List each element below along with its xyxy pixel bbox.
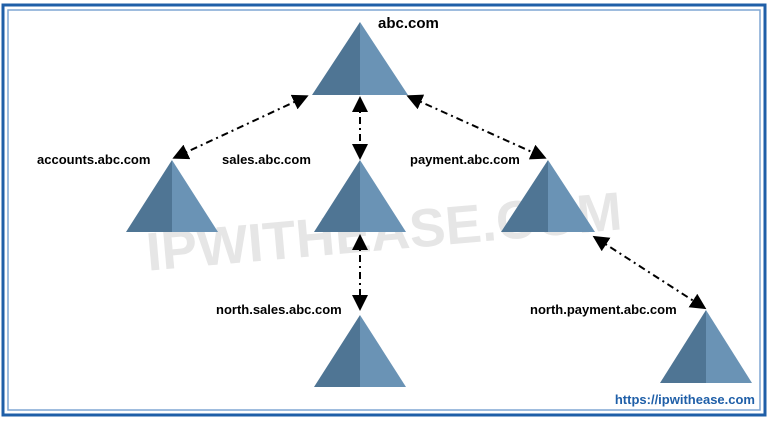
node-label: sales.abc.com xyxy=(222,152,311,167)
node-label: north.sales.abc.com xyxy=(216,302,342,317)
triangle-right-face xyxy=(706,310,752,383)
edge-root-accounts xyxy=(172,94,309,160)
node-label: payment.abc.com xyxy=(410,152,520,167)
node-north-payment: north.payment.abc.com xyxy=(530,302,752,383)
node-root: abc.com xyxy=(312,15,439,95)
triangle-right-face xyxy=(548,160,595,232)
triangle-left-face xyxy=(314,160,360,232)
triangle-right-face xyxy=(360,22,408,95)
triangle-right-face xyxy=(360,160,406,232)
outer-frame xyxy=(1,3,767,417)
triangle-right-face xyxy=(360,315,406,387)
edge-payment-north-payment xyxy=(592,235,707,310)
source-url: https://ipwithease.com xyxy=(615,392,755,407)
triangle-left-face xyxy=(126,160,172,232)
node-north-sales: north.sales.abc.com xyxy=(216,302,406,387)
node-payment: payment.abc.com xyxy=(410,152,595,232)
node-sales: sales.abc.com xyxy=(222,152,406,232)
inner-frame xyxy=(7,9,761,411)
node-label: north.payment.abc.com xyxy=(530,302,677,317)
edge-root-payment xyxy=(406,94,547,160)
node-label: abc.com xyxy=(378,15,439,32)
triangle-left-face xyxy=(501,160,548,232)
triangle-left-face xyxy=(660,310,706,383)
triangle-left-face xyxy=(314,315,360,387)
triangle-right-face xyxy=(172,160,218,232)
node-label: accounts.abc.com xyxy=(37,152,150,167)
triangle-left-face xyxy=(312,22,360,95)
node-accounts: accounts.abc.com xyxy=(37,152,218,232)
